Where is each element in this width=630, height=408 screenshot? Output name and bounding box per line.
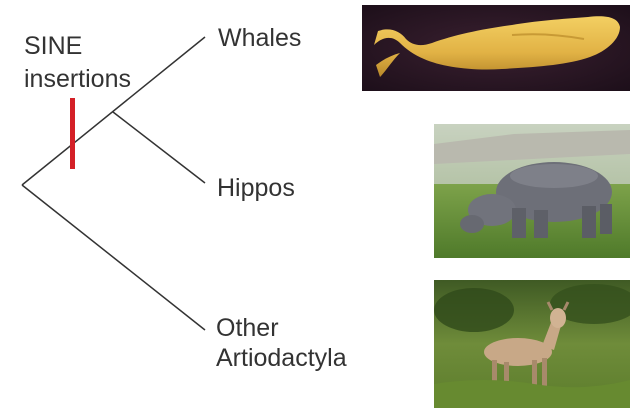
whale-photo bbox=[362, 5, 630, 91]
sine-label-line1: SINE bbox=[24, 30, 131, 63]
other-label-line1: Other bbox=[216, 313, 347, 343]
branch-root-to-other bbox=[22, 185, 205, 330]
sine-label-line2: insertions bbox=[24, 63, 131, 96]
sine-insertions-label: SINE insertions bbox=[24, 30, 131, 96]
taxon-label-hippos: Hippos bbox=[217, 173, 295, 203]
taxon-label-whales: Whales bbox=[218, 23, 301, 53]
other-label-line2: Artiodactyla bbox=[216, 343, 347, 373]
taxon-label-other-artiodactyla: Other Artiodactyla bbox=[216, 313, 347, 373]
sine-insertion-marker bbox=[70, 98, 75, 169]
hippo-photo bbox=[434, 124, 630, 258]
branch-node-to-hippos bbox=[113, 112, 205, 183]
deer-photo bbox=[434, 280, 630, 408]
